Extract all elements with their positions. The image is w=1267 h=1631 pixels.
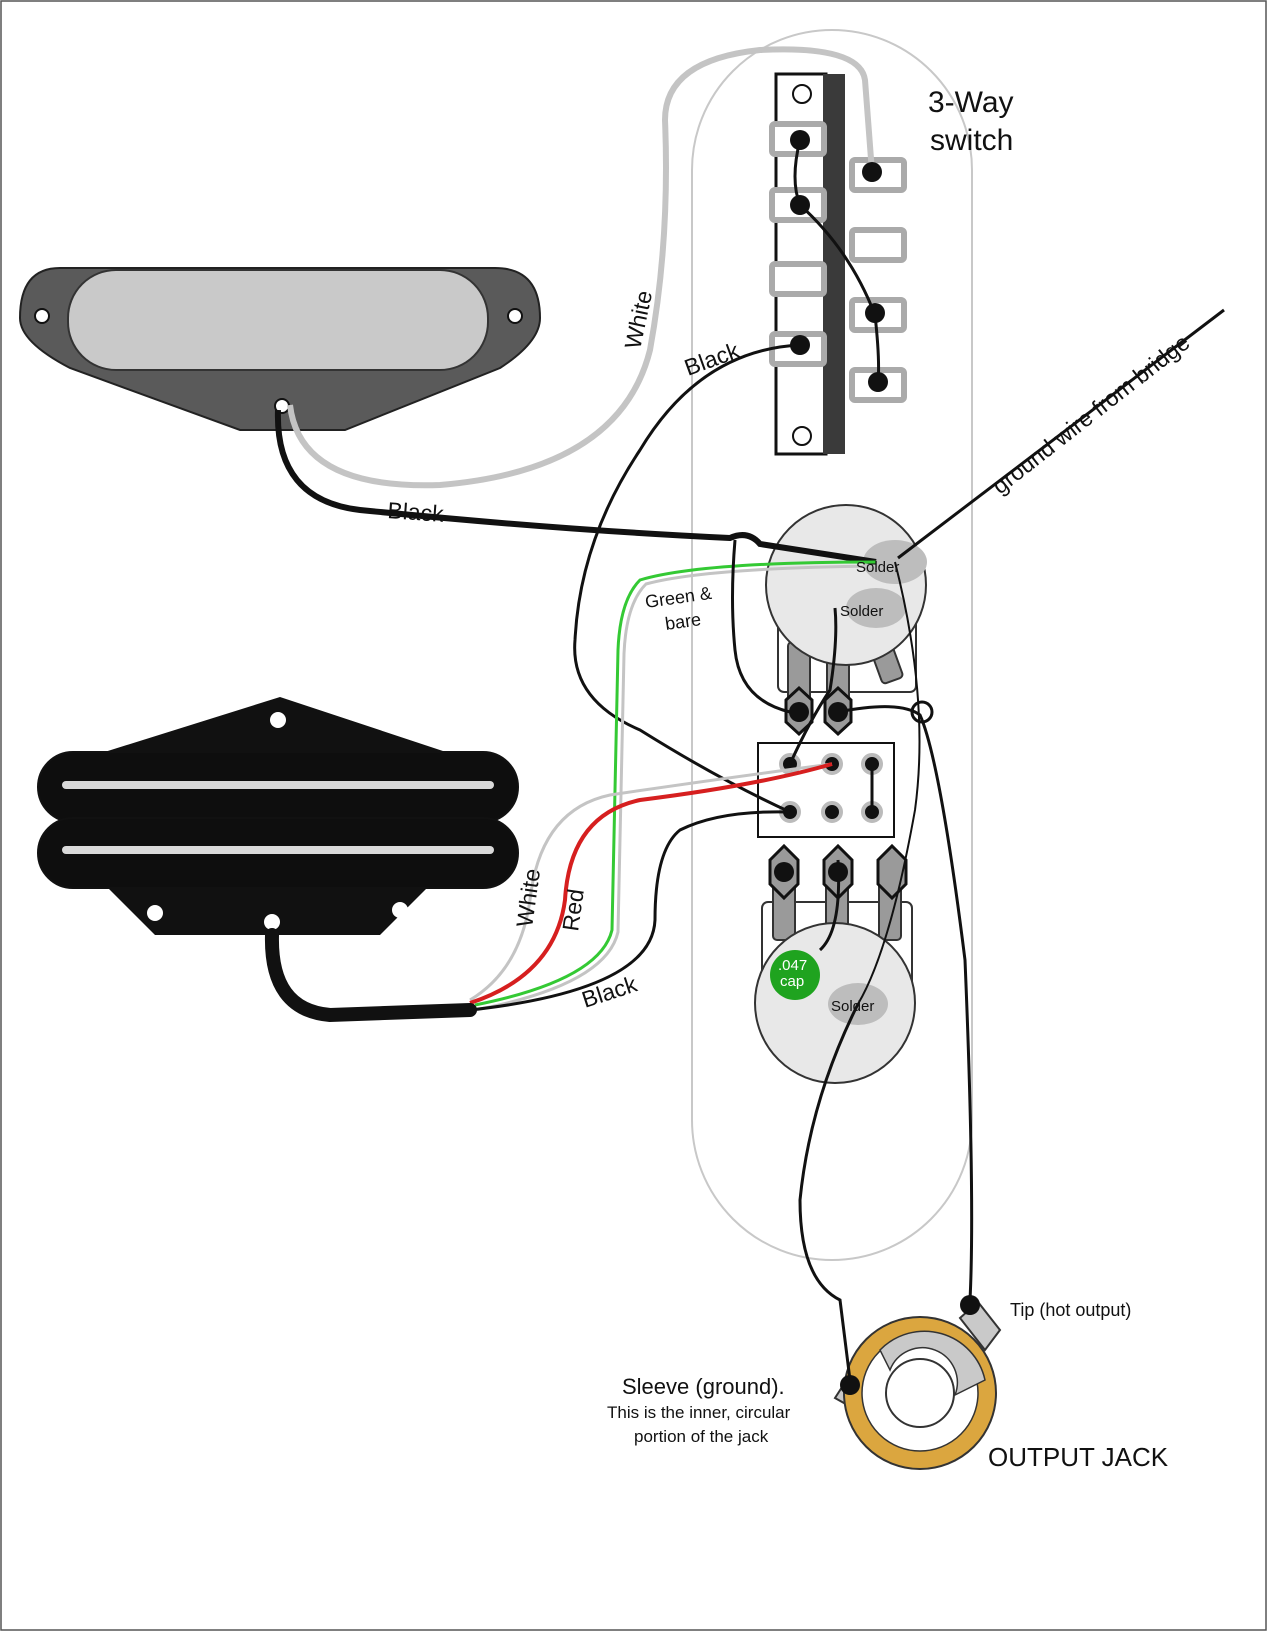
white-lower-label: White <box>511 867 545 929</box>
wire-black-bridge <box>469 810 791 1012</box>
solder-label-3: Solder <box>831 998 874 1015</box>
wire-bare <box>474 564 877 1012</box>
wire-white-bridge <box>469 762 833 1002</box>
solder-points <box>774 130 980 1395</box>
green-bare-label-1: Green & <box>644 583 713 612</box>
wire-hot <box>837 705 974 1301</box>
cap-label-2: cap <box>780 973 804 990</box>
mount-hole-icon <box>392 902 408 918</box>
wire-black-switch <box>573 343 801 814</box>
tip-label: Tip (hot output) <box>1010 1300 1131 1320</box>
solder-label-2: Solder <box>840 603 883 620</box>
wire-red-bridge <box>469 762 833 1005</box>
mount-hole-icon <box>147 905 163 921</box>
wire-sleeve <box>798 1003 860 1381</box>
solder-blob <box>846 588 906 628</box>
wire-black-neck <box>274 409 877 565</box>
green-bare-label-2: bare <box>664 609 702 634</box>
wire-white-neck <box>287 46 875 489</box>
output-jack <box>833 1300 1002 1470</box>
bridge-pickup <box>37 697 519 935</box>
wire-ground <box>897 308 1225 560</box>
neck-pickup <box>18 267 542 431</box>
mount-hole-icon <box>507 308 523 324</box>
volume-pot <box>765 504 927 737</box>
cap-label-1: .047 <box>778 957 807 974</box>
output-jack-label: OUTPUT JACK <box>988 1442 1169 1472</box>
mount-hole-icon <box>264 914 280 930</box>
three-way-switch <box>769 72 907 456</box>
solder-label-1: Solder <box>856 559 899 576</box>
sleeve-label-3: portion of the jack <box>634 1427 769 1446</box>
switch-title-line1: 3-Way <box>928 86 1014 119</box>
mount-hole-icon <box>34 308 50 324</box>
switch-screw-hole-icon <box>792 426 812 446</box>
sleeve-label-2: This is the inner, circular <box>607 1403 791 1422</box>
switch-title-line2: switch <box>930 124 1013 157</box>
wire-green <box>474 560 877 1007</box>
switch-screw-hole-icon <box>792 84 812 104</box>
sleeve-label-1: Sleeve (ground). <box>622 1374 785 1399</box>
wire-jumper-3way <box>793 139 881 383</box>
ground-wire-label: ground wire from bridge <box>987 329 1194 499</box>
switch-block <box>757 742 895 838</box>
control-plate-outline <box>691 29 973 1261</box>
red-lower-label: Red <box>557 887 589 932</box>
mount-hole-icon <box>270 712 286 728</box>
capacitor <box>770 950 820 1000</box>
bridge-cable <box>264 928 477 1023</box>
tone-pot <box>754 843 916 1084</box>
black-neck-label: Black <box>387 497 445 527</box>
wire-switch-vol <box>788 607 838 765</box>
